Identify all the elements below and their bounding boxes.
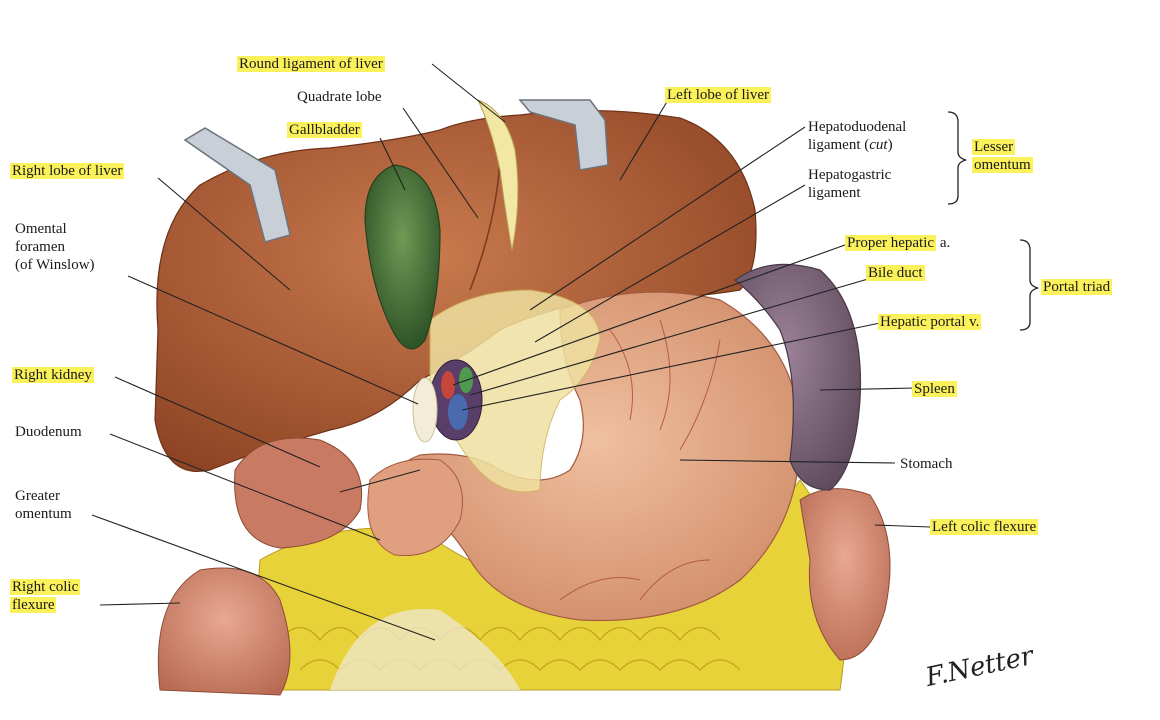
omental-line-3: (of Winslow)	[15, 257, 95, 273]
gallbladder-shape	[364, 164, 441, 350]
omental-foramen-shape	[412, 377, 438, 443]
proper-hepatic-artery-shape	[441, 371, 455, 399]
retractor-left	[183, 127, 291, 243]
label-lesser-omentum: Lesser omentum	[972, 138, 1033, 174]
hepatogastric-line-2: ligament	[808, 185, 861, 201]
portal-vein-shape	[448, 394, 468, 430]
right-colic-flexure-shape	[157, 567, 291, 696]
label-left-colic-flexure: Left colic flexure	[930, 519, 1039, 535]
label-left-lobe: Left lobe of liver	[665, 87, 772, 103]
omental-line-2: foramen	[15, 239, 65, 255]
label-duodenum: Duodenum	[15, 424, 82, 440]
label-greater-omentum: Greater omentum	[15, 487, 72, 523]
group-braces	[947, 111, 1039, 331]
right-colic-line-2: flexure	[10, 597, 57, 613]
retractor-right	[518, 99, 609, 171]
left-colic-flexure-shape	[799, 488, 891, 661]
label-portal-triad: Portal triad	[1041, 279, 1113, 295]
hepatoduodenal-text: ligament (	[808, 137, 870, 153]
hepatogastric-line-1: Hepatogastric	[808, 167, 892, 183]
omental-line-1: Omental	[15, 221, 67, 237]
hepatoduodenal-cut: cut	[869, 137, 888, 153]
hepatoduodenal-line-1: Hepatoduodenal	[808, 119, 907, 135]
label-proper-hepatic-artery: Proper hepatic a.	[845, 235, 951, 251]
proper-hepatic-suffix: a.	[936, 235, 951, 251]
hepatoduodenal-line-2: ligament (cut)	[808, 136, 906, 154]
lesser-line-1: Lesser	[972, 139, 1016, 155]
label-bile-duct: Bile duct	[866, 265, 925, 281]
label-hepatogastric-ligament: Hepatogastric ligament	[808, 166, 891, 202]
right-colic-line-1: Right colic	[10, 579, 81, 595]
lesser-omentum-shape	[429, 289, 601, 493]
leader-lines	[91, 63, 931, 641]
lesser-line-2: omentum	[972, 157, 1033, 173]
stomach-shape	[392, 291, 801, 622]
label-gallbladder: Gallbladder	[287, 122, 362, 138]
liver-shape	[154, 110, 757, 472]
label-round-ligament: Round ligament of liver	[237, 56, 385, 72]
label-right-lobe: Right lobe of liver	[10, 163, 125, 179]
label-quadrate-lobe: Quadrate lobe	[297, 89, 382, 105]
hepatoduodenal-paren: )	[887, 137, 893, 153]
label-right-kidney: Right kidney	[12, 367, 94, 383]
label-omental-foramen: Omental foramen (of Winslow)	[15, 220, 95, 274]
duodenum-shape	[367, 458, 463, 557]
spleen-shape	[734, 263, 862, 491]
label-spleen: Spleen	[912, 381, 957, 397]
greater-line-2: omentum	[15, 506, 72, 522]
label-stomach: Stomach	[900, 456, 953, 472]
label-right-colic-flexure: Right colic flexure	[10, 578, 81, 614]
label-hepatoduodenal-ligament: Hepatoduodenal ligament (cut)	[808, 118, 906, 154]
label-hepatic-portal-vein: Hepatic portal v.	[878, 314, 982, 330]
greater-line-1: Greater	[15, 488, 60, 504]
omentum-pale-area	[330, 609, 520, 690]
stomach-vessels	[559, 319, 721, 601]
round-ligament-shape	[477, 99, 519, 251]
